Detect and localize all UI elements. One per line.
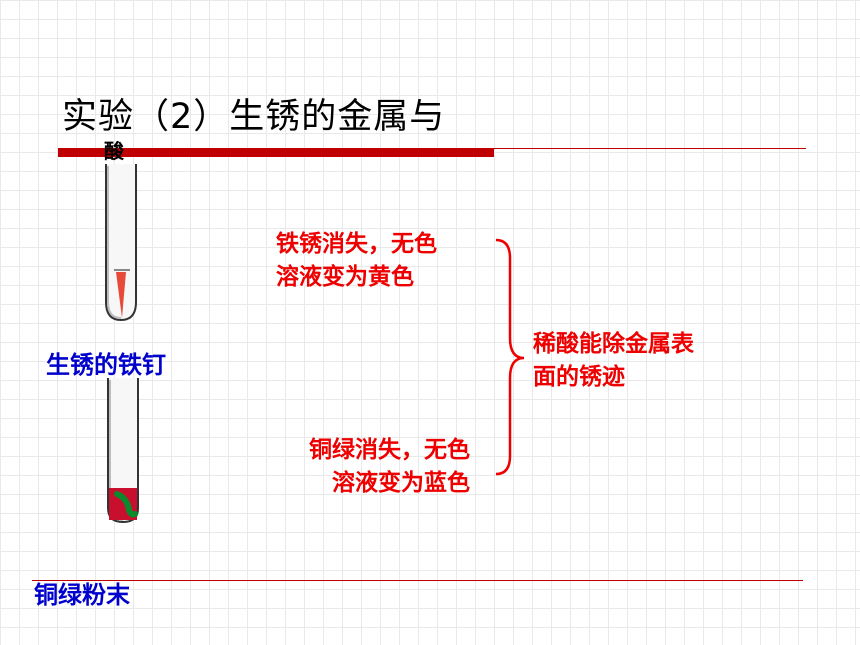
- conclusion: 稀酸能除金属表 面的锈迹: [533, 328, 694, 394]
- rusty-nail: [116, 272, 126, 318]
- curly-brace: [495, 238, 525, 476]
- bottom-divider: [32, 580, 803, 581]
- observation-rust-line1: 铁锈消失，无色: [276, 231, 437, 257]
- label-rusty-nail: 生锈的铁钉: [46, 351, 166, 379]
- title-underline-bar: [58, 148, 494, 157]
- conclusion-line1: 稀酸能除金属表: [533, 331, 694, 357]
- observation-copper-line1: 铜绿消失，无色: [309, 437, 470, 463]
- observation-rust: 铁锈消失，无色 溶液变为黄色: [276, 228, 437, 294]
- test-tube-rusty-nail: [105, 164, 137, 322]
- slide-title: 实验（2）生锈的金属与: [62, 97, 446, 137]
- observation-copper-line2: 溶液变为蓝色: [332, 470, 470, 496]
- slide-title-continuation: 酸: [104, 139, 124, 163]
- copper-green-powder: [114, 491, 138, 518]
- observation-copper: 铜绿消失，无色 溶液变为蓝色: [270, 434, 470, 500]
- test-tube-copper-green: [107, 378, 139, 524]
- observation-rust-line2: 溶液变为黄色: [276, 264, 414, 290]
- label-copper-green-powder: 铜绿粉末: [34, 581, 130, 609]
- conclusion-line2: 面的锈迹: [533, 364, 625, 390]
